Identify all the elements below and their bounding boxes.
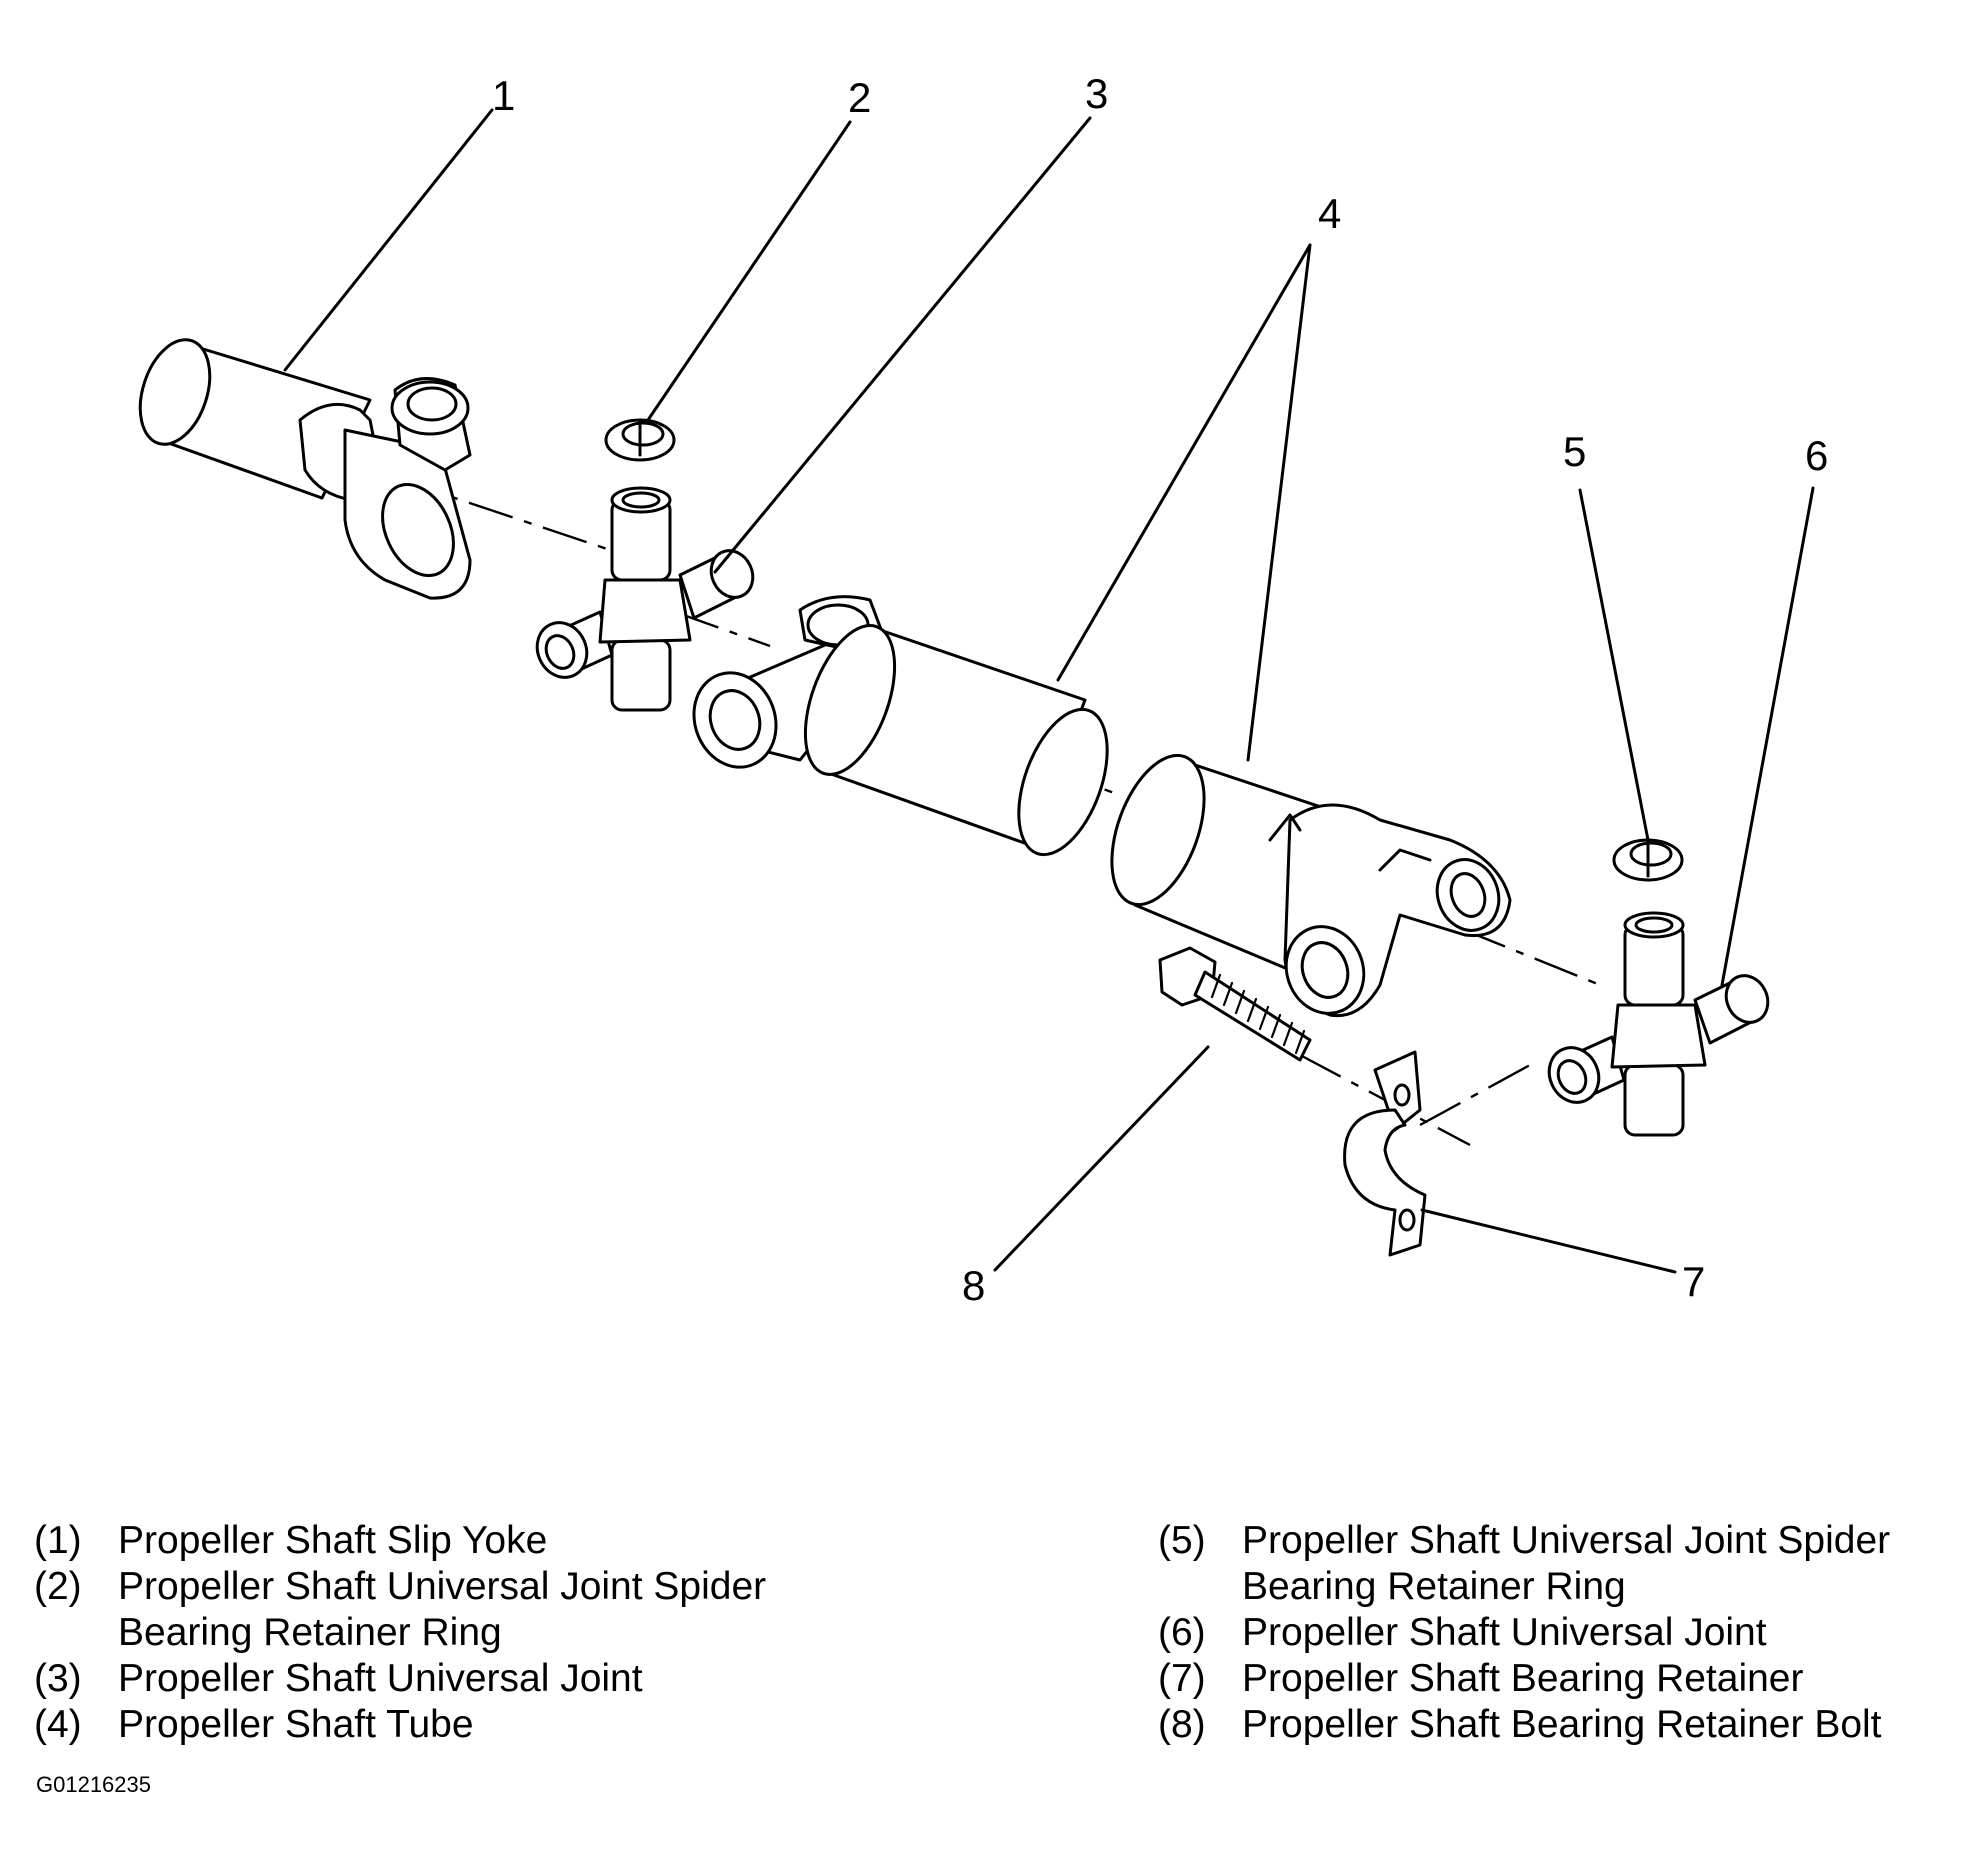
legend-number: (6) bbox=[1158, 1611, 1206, 1654]
universal-joint-6-part bbox=[1547, 911, 1770, 1137]
legend-right-column: (5) Propeller Shaft Universal Joint Spid… bbox=[1158, 1518, 1890, 1748]
legend-label: Propeller Shaft Slip Yoke bbox=[118, 1519, 548, 1562]
legend-item-8: (8) Propeller Shaft Bearing Retainer Bol… bbox=[1158, 1702, 1890, 1748]
legend-label: Propeller Shaft Tube bbox=[118, 1703, 474, 1746]
shaft-tube-front-part bbox=[692, 595, 1109, 857]
legend-number: (4) bbox=[34, 1703, 82, 1746]
callout-6: 6 bbox=[1805, 432, 1828, 479]
figure-id: G01216235 bbox=[36, 1772, 151, 1797]
slip-yoke-part bbox=[138, 338, 472, 600]
legend-number: (2) bbox=[34, 1565, 82, 1608]
propeller-shaft-exploded-diagram: 1 2 3 4 5 6 7 8 bbox=[138, 70, 1828, 1309]
callout-3: 3 bbox=[1085, 70, 1108, 117]
legend-item-5: (5) Propeller Shaft Universal Joint Spid… bbox=[1158, 1518, 1890, 1610]
legend-label: Propeller Shaft Bearing Retainer Bolt bbox=[1242, 1703, 1882, 1746]
legend-label: Propeller Shaft Bearing Retainer bbox=[1242, 1657, 1804, 1700]
legend-number: (8) bbox=[1158, 1703, 1206, 1746]
shaft-tube-rear-part bbox=[1110, 753, 1512, 1018]
legend-item-3: (3) Propeller Shaft Universal Joint bbox=[34, 1656, 766, 1702]
callout-5: 5 bbox=[1563, 428, 1586, 475]
leader-lines bbox=[283, 108, 1815, 1274]
legend-item-2: (2) Propeller Shaft Universal Joint Spid… bbox=[34, 1564, 766, 1656]
legend-number: (1) bbox=[34, 1519, 82, 1562]
callout-1: 1 bbox=[492, 72, 515, 119]
bearing-retainer-part bbox=[1343, 1050, 1427, 1257]
legend-label: Propeller Shaft Universal Joint Spider B… bbox=[118, 1565, 767, 1654]
bearing-retainer-bolt-part bbox=[1158, 946, 1312, 1062]
universal-joint-3-part bbox=[535, 486, 755, 712]
callout-7: 7 bbox=[1682, 1258, 1705, 1305]
callout-2: 2 bbox=[848, 74, 871, 121]
legend-item-7: (7) Propeller Shaft Bearing Retainer bbox=[1158, 1656, 1890, 1702]
legend-number: (5) bbox=[1158, 1519, 1206, 1562]
retainer-ring-5-part bbox=[1612, 838, 1684, 882]
callout-8: 8 bbox=[962, 1262, 985, 1309]
legend-left-column: (1) Propeller Shaft Slip Yoke (2) Propel… bbox=[34, 1518, 766, 1748]
legend-label: Propeller Shaft Universal Joint bbox=[1242, 1611, 1767, 1654]
legend-label: Propeller Shaft Universal Joint Spider B… bbox=[1242, 1519, 1891, 1608]
callout-4: 4 bbox=[1318, 190, 1341, 237]
retainer-ring-2-part bbox=[604, 418, 676, 462]
legend-label: Propeller Shaft Universal Joint bbox=[118, 1657, 643, 1700]
legend-item-6: (6) Propeller Shaft Universal Joint bbox=[1158, 1610, 1890, 1656]
legend-number: (7) bbox=[1158, 1657, 1206, 1700]
legend-item-4: (4) Propeller Shaft Tube bbox=[34, 1702, 766, 1748]
legend-item-1: (1) Propeller Shaft Slip Yoke bbox=[34, 1518, 766, 1564]
legend-number: (3) bbox=[34, 1657, 82, 1700]
